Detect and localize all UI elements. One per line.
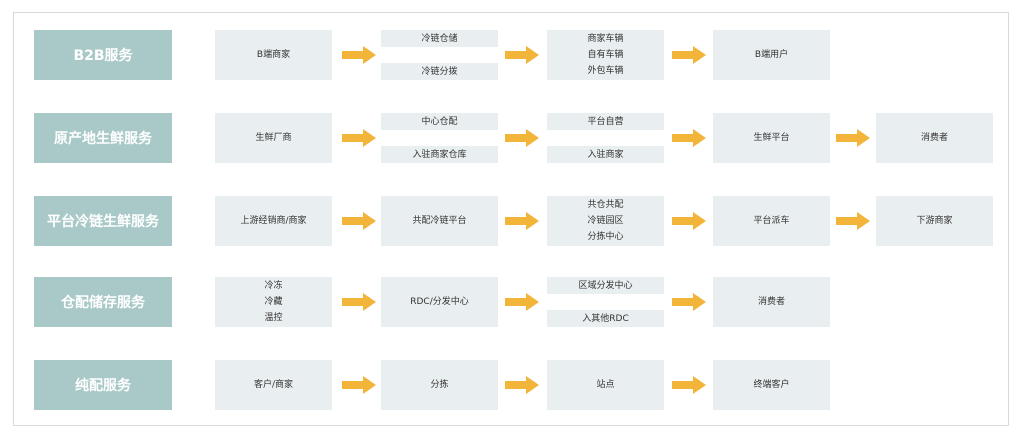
flow-node: 消费者: [713, 277, 830, 327]
service-label: B2B服务: [34, 30, 172, 80]
service-label: 仓配储存服务: [34, 277, 172, 327]
flow-node: 站点: [547, 360, 664, 410]
flow-node-split-item: 入驻商家: [547, 146, 664, 163]
flow-node-split-item: 冷链分拨: [381, 63, 498, 80]
flow-node-split-item: 平台自营: [547, 113, 664, 130]
flow-node-split-item: 区域分发中心: [547, 277, 664, 294]
flow-node-text: 下游商家: [916, 216, 953, 226]
right-arrow-icon: [672, 129, 706, 147]
flow-node-text: B端用户: [754, 50, 789, 60]
flow-node: 下游商家: [876, 196, 993, 246]
service-label: 原产地生鲜服务: [34, 113, 172, 163]
right-arrow-icon: [342, 376, 376, 394]
right-arrow-icon: [836, 212, 870, 230]
service-label: 纯配服务: [34, 360, 172, 410]
flow-node: 消费者: [876, 113, 993, 163]
flow-node-text: 上游经销商/商家: [240, 216, 307, 226]
flow-node-text: 终端客户: [753, 380, 790, 390]
right-arrow-icon: [505, 46, 539, 64]
flow-node-text: 站点: [596, 380, 615, 390]
flow-node-text: 自有车辆: [587, 50, 624, 60]
flow-node-text: 分拣中心: [587, 232, 624, 242]
right-arrow-icon: [672, 293, 706, 311]
flow-node: 冷冻冷藏温控: [215, 277, 332, 327]
flow-node: 共配冷链平台: [381, 196, 498, 246]
right-arrow-icon: [505, 129, 539, 147]
flow-node-split-item: 中心仓配: [381, 113, 498, 130]
right-arrow-icon: [672, 212, 706, 230]
flow-node-split-item: 入驻商家仓库: [381, 146, 498, 163]
flow-node-text: RDC/分发中心: [410, 297, 469, 307]
right-arrow-icon: [342, 212, 376, 230]
flow-node-text: 平台派车: [753, 216, 790, 226]
flow-node-text: 生鲜厂商: [255, 133, 292, 143]
flow-node: B端商家: [215, 30, 332, 80]
flow-node-text: 商家车辆: [587, 34, 624, 44]
flow-node-text: 温控: [264, 313, 283, 323]
flow-node-text: 共配冷链平台: [412, 216, 467, 226]
flow-node-split-item: 入其他RDC: [547, 310, 664, 327]
flow-node-text: 消费者: [920, 133, 948, 143]
flow-node-text: 冷藏: [264, 297, 283, 307]
flow-row: 原产地生鲜服务 生鲜厂商 中心仓配入驻商家仓库 平台自营入驻商家 生鲜平台 消费者: [0, 113, 1024, 163]
flow-node: 共仓共配冷链园区分拣中心: [547, 196, 664, 246]
right-arrow-icon: [342, 293, 376, 311]
flow-row: 平台冷链生鲜服务 上游经销商/商家 共配冷链平台 共仓共配冷链园区分拣中心 平台派车 下游…: [0, 196, 1024, 246]
flow-node-text: 分拣: [430, 380, 449, 390]
right-arrow-icon: [342, 129, 376, 147]
flow-row: 纯配服务 客户/商家 分拣 站点 终端客户: [0, 360, 1024, 410]
flow-node-text: 生鲜平台: [753, 133, 790, 143]
flow-node-text: 共仓共配: [587, 200, 624, 210]
flow-node-text: 外包车辆: [587, 66, 624, 76]
flow-node: RDC/分发中心: [381, 277, 498, 327]
flow-node-text: 冷链园区: [587, 216, 624, 226]
flow-node-text: 消费者: [757, 297, 785, 307]
right-arrow-icon: [672, 46, 706, 64]
right-arrow-icon: [342, 46, 376, 64]
flow-node: 终端客户: [713, 360, 830, 410]
flow-node: 客户/商家: [215, 360, 332, 410]
flow-node: 上游经销商/商家: [215, 196, 332, 246]
service-label: 平台冷链生鲜服务: [34, 196, 172, 246]
diagram-frame: [13, 12, 1009, 426]
flow-node: 生鲜厂商: [215, 113, 332, 163]
flow-node: B端用户: [713, 30, 830, 80]
flow-node-text: 客户/商家: [253, 380, 294, 390]
flow-node-text: B端商家: [256, 50, 291, 60]
flow-node: 分拣: [381, 360, 498, 410]
right-arrow-icon: [505, 293, 539, 311]
flow-row: B2B服务 B端商家 冷链仓储冷链分拨 商家车辆自有车辆外包车辆 B端用户: [0, 30, 1024, 80]
right-arrow-icon: [505, 212, 539, 230]
right-arrow-icon: [505, 376, 539, 394]
flow-node-split-item: 冷链仓储: [381, 30, 498, 47]
flow-node: 平台派车: [713, 196, 830, 246]
flow-node-text: 冷冻: [264, 281, 283, 291]
right-arrow-icon: [836, 129, 870, 147]
flow-node: 生鲜平台: [713, 113, 830, 163]
flow-node: 商家车辆自有车辆外包车辆: [547, 30, 664, 80]
right-arrow-icon: [672, 376, 706, 394]
